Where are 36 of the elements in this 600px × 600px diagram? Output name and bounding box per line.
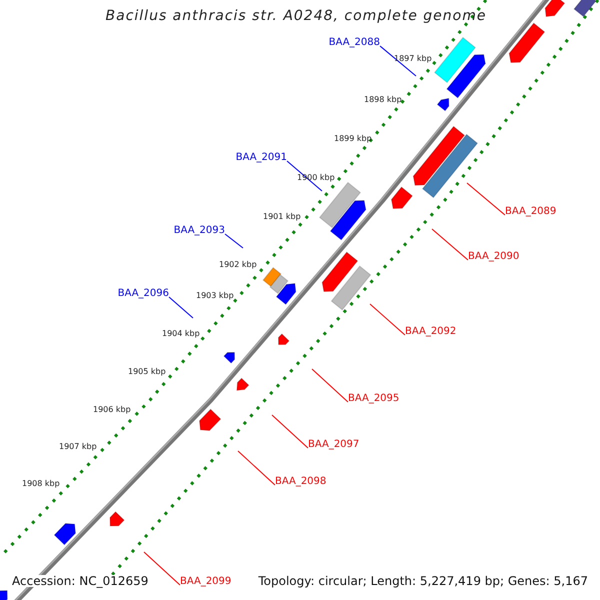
genome-stats-text: Topology: circular; Length: 5,227,419 bp; Genes: 5,167 [256,575,590,587]
gene-label: BAA_2095 [348,393,400,405]
scale-label: 1902 kbp [219,260,257,270]
leader-line [168,296,194,318]
scale-label: 1899 kbp [334,134,372,144]
leader-line [272,414,308,448]
scale-label: 1906 kbp [93,405,131,415]
leader-line [380,46,416,76]
gene-label: BAA_2098 [275,476,326,488]
scale-label: 1901 kbp [263,212,301,222]
leader-line [238,450,276,486]
scale-label: 1907 kbp [59,442,97,452]
scale-label: 1904 kbp [162,329,200,339]
gene-label: BAA_2091 [236,152,287,164]
title: Bacillus anthracis str. A0248, complete genome [104,10,488,22]
leader-line [432,228,468,260]
gene-label: BAA_2092 [405,326,456,338]
leader-line [224,234,244,248]
gene-label: BAA_2096 [118,288,169,300]
scale-label: 1897 kbp [394,54,432,64]
gene-label: BAA_2093 [174,225,225,237]
scale-label: 1908 kbp [22,479,60,489]
gene-label: BAA_2088 [328,37,380,49]
leader-line [312,368,348,402]
gene-label: BAA_2089 [505,206,556,218]
gene-label: BAA_2097 [308,439,360,451]
leader-line [466,182,506,216]
scale-label: 1903 kbp [196,291,234,301]
accession-text: Accession: NC_012659 [10,575,150,587]
leader-line [286,160,322,192]
leader-line [370,304,406,336]
gene-label: BAA_2090 [468,251,520,263]
leader-line [144,552,180,586]
scale-label: 1898 kbp [364,95,402,105]
scale-label: 1905 kbp [128,367,166,377]
gene-label: BAA_2099 [180,576,232,588]
